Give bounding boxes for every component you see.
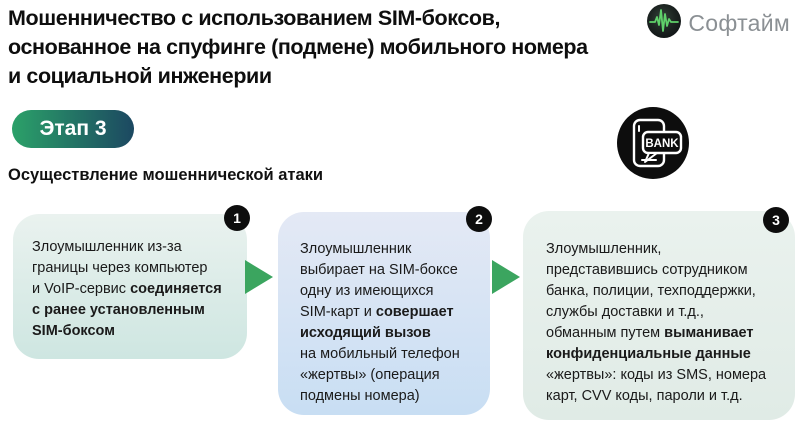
step-card-1: 1 Злоумышленник из-за границы через комп…	[13, 205, 250, 359]
title-line-2: основанное на спуфинге (подмене) мобильн…	[8, 35, 588, 59]
bank-icon-label: BANK	[645, 138, 679, 150]
pulse-waveform-icon	[646, 3, 682, 44]
step-card-3: 3 Злоумышленник, представившись сотрудни…	[523, 207, 795, 420]
step-number-badge-3: 3	[763, 207, 789, 233]
softtime-logo: Софтайм	[646, 3, 790, 44]
title-line-3: и социальной инженерии	[8, 64, 272, 88]
arrow-right-icon-1	[245, 260, 273, 294]
step-text-2: Злоумышленник выбирает на SIM-боксе одну…	[300, 241, 460, 404]
step-text-3: Злоумышленник, представившись сотруднико…	[546, 241, 767, 404]
step-number-badge-2: 2	[466, 206, 492, 232]
title-line-1: Мошенничество с использованием SIM-боксо…	[8, 6, 501, 30]
step-number-badge-1: 1	[224, 205, 250, 231]
bank-phone-icon: BANK	[617, 107, 689, 179]
page-title: Мошенничество с использованием SIM-боксо…	[8, 4, 588, 91]
step-card-2: 2 Злоумышленник выбирает на SIM-боксе од…	[278, 206, 492, 415]
step-text-1: Злоумышленник из-за границы через компью…	[32, 239, 222, 339]
section-subtitle: Осуществление мошеннической атаки	[8, 166, 324, 184]
stage-badge: Этап 3	[12, 110, 134, 148]
arrow-right-icon-2	[492, 260, 520, 294]
logo-text: Софтайм	[688, 10, 790, 36]
